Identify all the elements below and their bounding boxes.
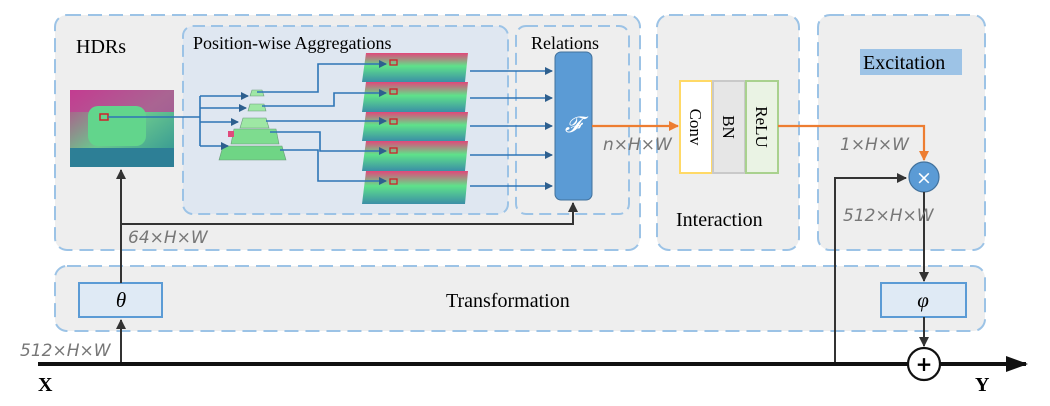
excitation-title-highlight <box>860 49 962 75</box>
conv-label: Conv <box>686 109 705 146</box>
transformation-title: Transformation <box>446 290 570 312</box>
excitation-out-label: 1×H×W <box>840 135 910 155</box>
relations-out-label: n×H×W <box>603 135 673 155</box>
add-symbol: + <box>916 352 933 376</box>
aggregations-title: Position-wise Aggregations <box>193 33 392 53</box>
relations-title: Relations <box>531 33 599 53</box>
aggregation-arrows <box>108 60 553 190</box>
input-image <box>70 90 174 167</box>
interaction-layers: Conv BN ReLU <box>679 80 779 174</box>
phi-label: φ <box>917 288 929 312</box>
map-1 <box>362 53 468 82</box>
phi-block <box>880 282 967 318</box>
aggregation-pyramid <box>218 89 287 161</box>
theta-block <box>78 282 163 318</box>
output-label: Y <box>975 374 990 396</box>
excitation-title: Excitation <box>863 52 945 74</box>
relu-to-multiply-arrow <box>778 124 929 161</box>
relu-block <box>745 80 779 174</box>
bn-block <box>712 80 746 174</box>
theta-out-label: 64×H×W <box>128 228 209 248</box>
map-4 <box>362 141 468 171</box>
conv-block <box>679 80 713 174</box>
input-dims-label: 512×H×W <box>20 341 112 361</box>
main-connectors <box>116 169 929 364</box>
map-3 <box>362 112 468 141</box>
multiply-out-label: 512×H×W <box>843 206 935 226</box>
relu-label: ReLU <box>752 106 771 148</box>
multiply-symbol: × <box>916 167 932 189</box>
map-5 <box>362 171 468 204</box>
input-label: X <box>38 374 53 396</box>
map-2 <box>362 82 468 112</box>
transformation-panel <box>54 265 986 332</box>
hdrs-title: HDRs <box>76 36 126 58</box>
add-op <box>906 346 942 382</box>
aggregation-maps <box>362 53 468 204</box>
bn-label: BN <box>719 115 738 139</box>
theta-label: θ <box>116 288 126 312</box>
interaction-title: Interaction <box>676 209 763 231</box>
